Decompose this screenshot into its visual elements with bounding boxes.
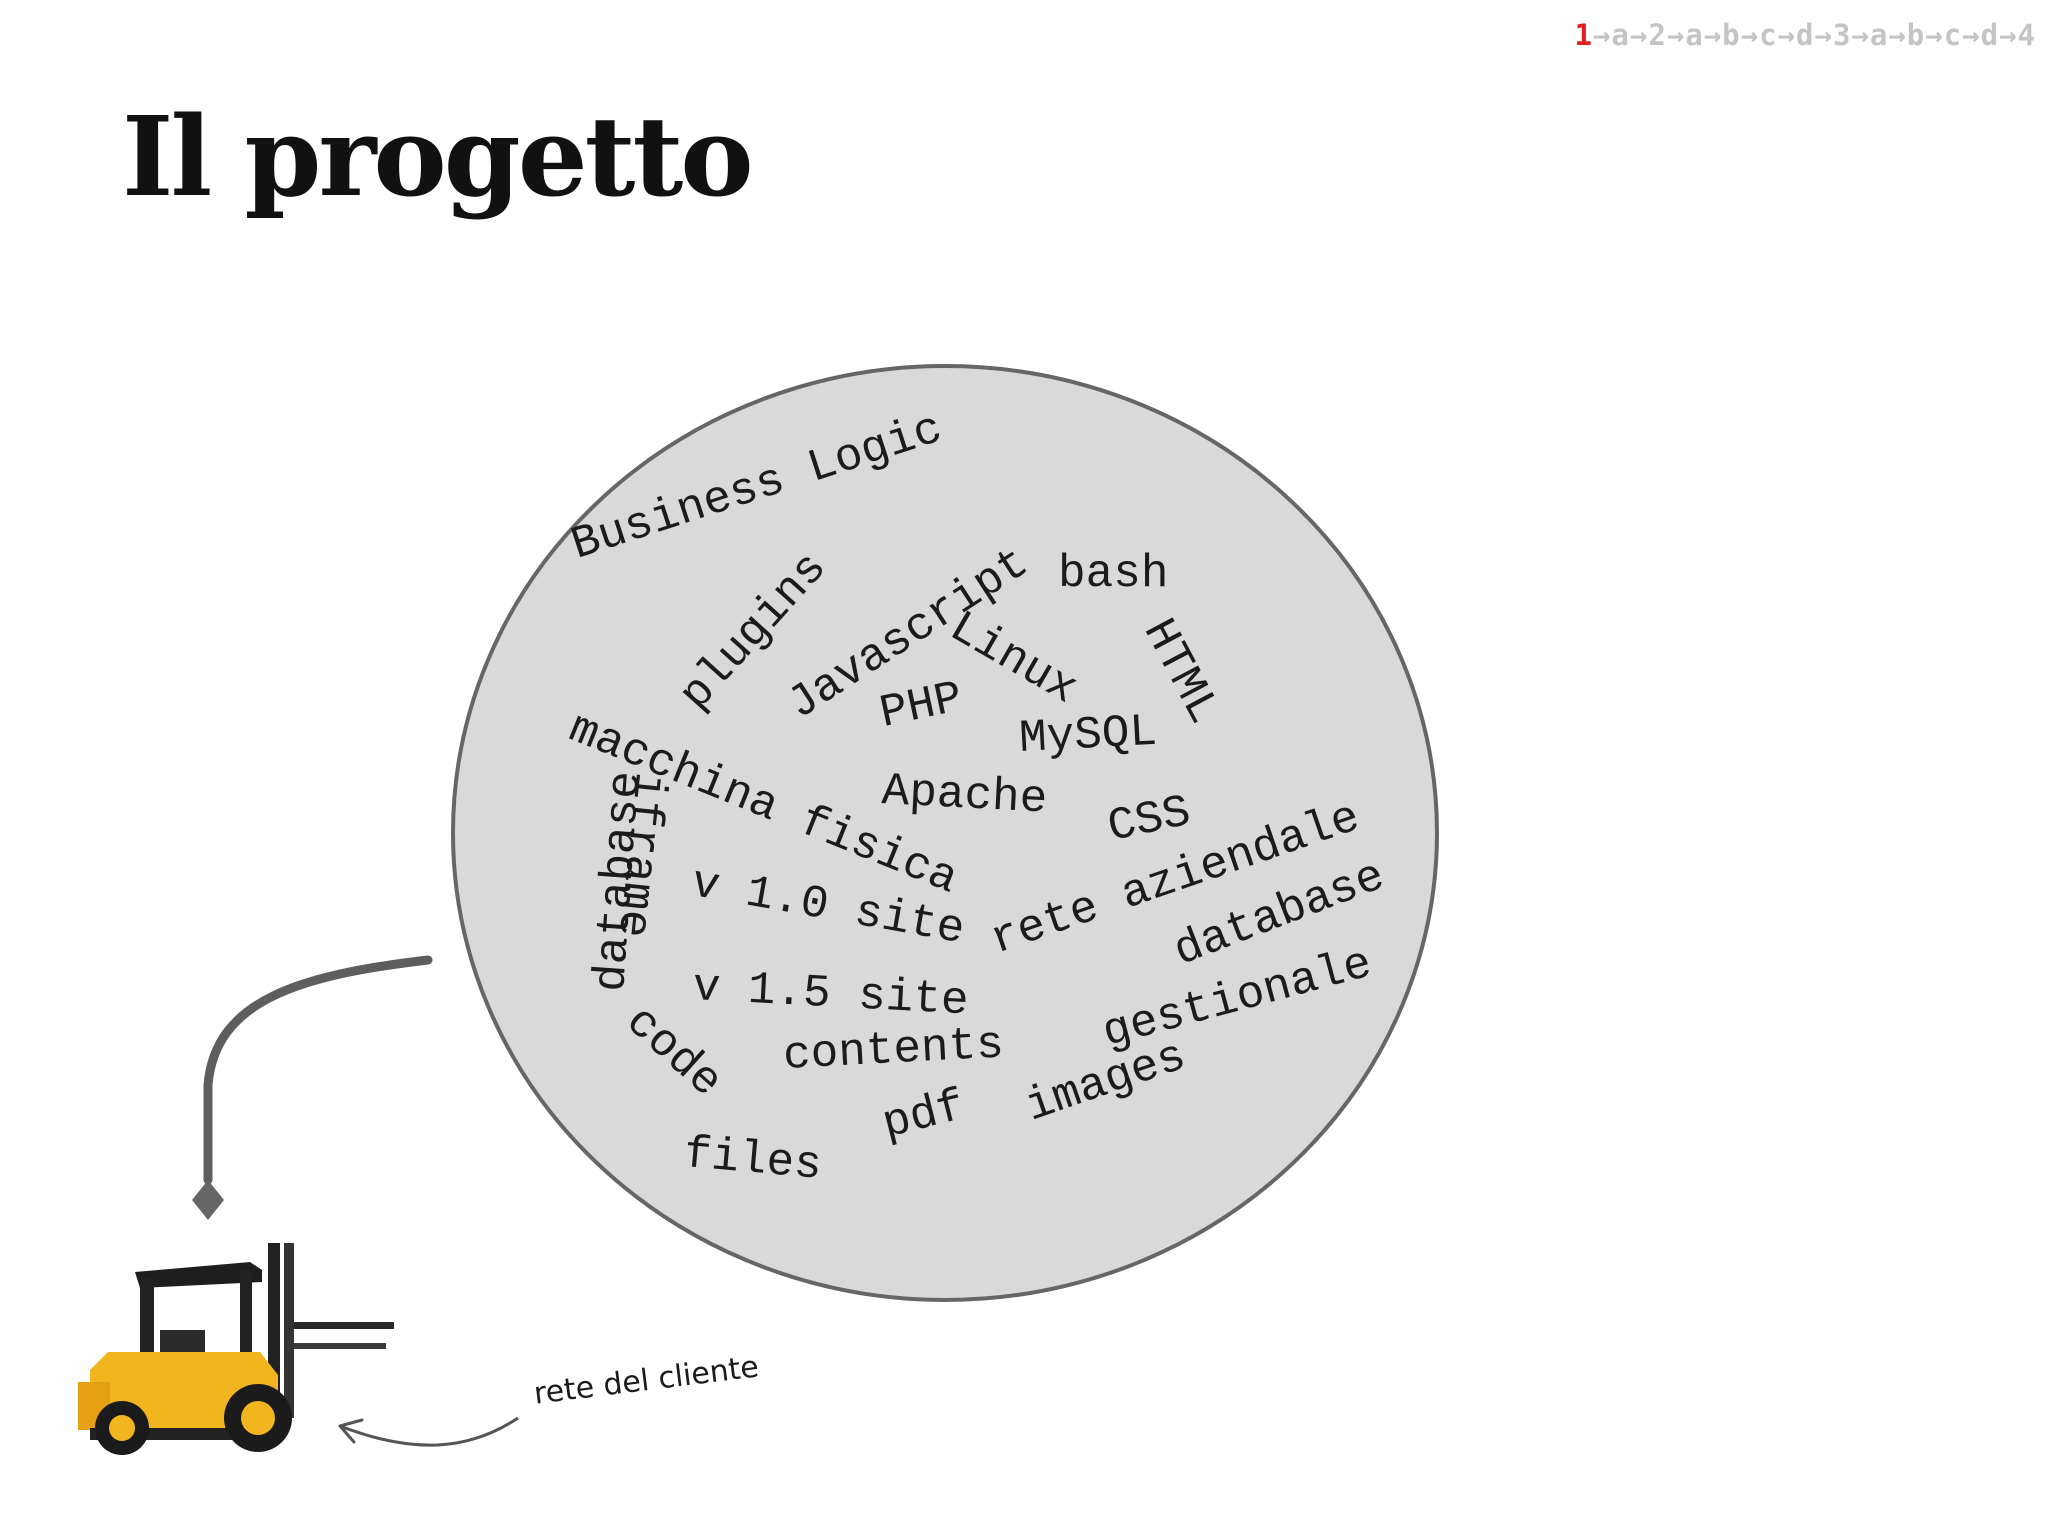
word-mysql: MySQL <box>1017 705 1159 765</box>
forklift-image <box>78 1243 394 1455</box>
word-apache: Apache <box>880 765 1049 826</box>
breadcrumb-trail[interactable]: →a→2→a→b→c→d→3→a→b→c→d→4 <box>1592 18 2036 52</box>
pointer-arrow-head <box>338 1418 364 1444</box>
pointer-arrow <box>339 1416 519 1447</box>
breadcrumb-active-step[interactable]: 1 <box>1574 18 1593 52</box>
connector-arrow <box>203 955 433 1185</box>
word-bash: bash <box>1058 548 1169 600</box>
breadcrumb: 1→a→2→a→b→c→d→3→a→b→c→d→4 <box>1575 18 2037 52</box>
page-title: Il progetto <box>122 92 754 221</box>
word-contents: contents <box>781 1018 1006 1082</box>
project-cloud <box>451 364 1439 1302</box>
connector-arrow-head <box>192 1180 224 1220</box>
word-files: files <box>681 1128 824 1192</box>
